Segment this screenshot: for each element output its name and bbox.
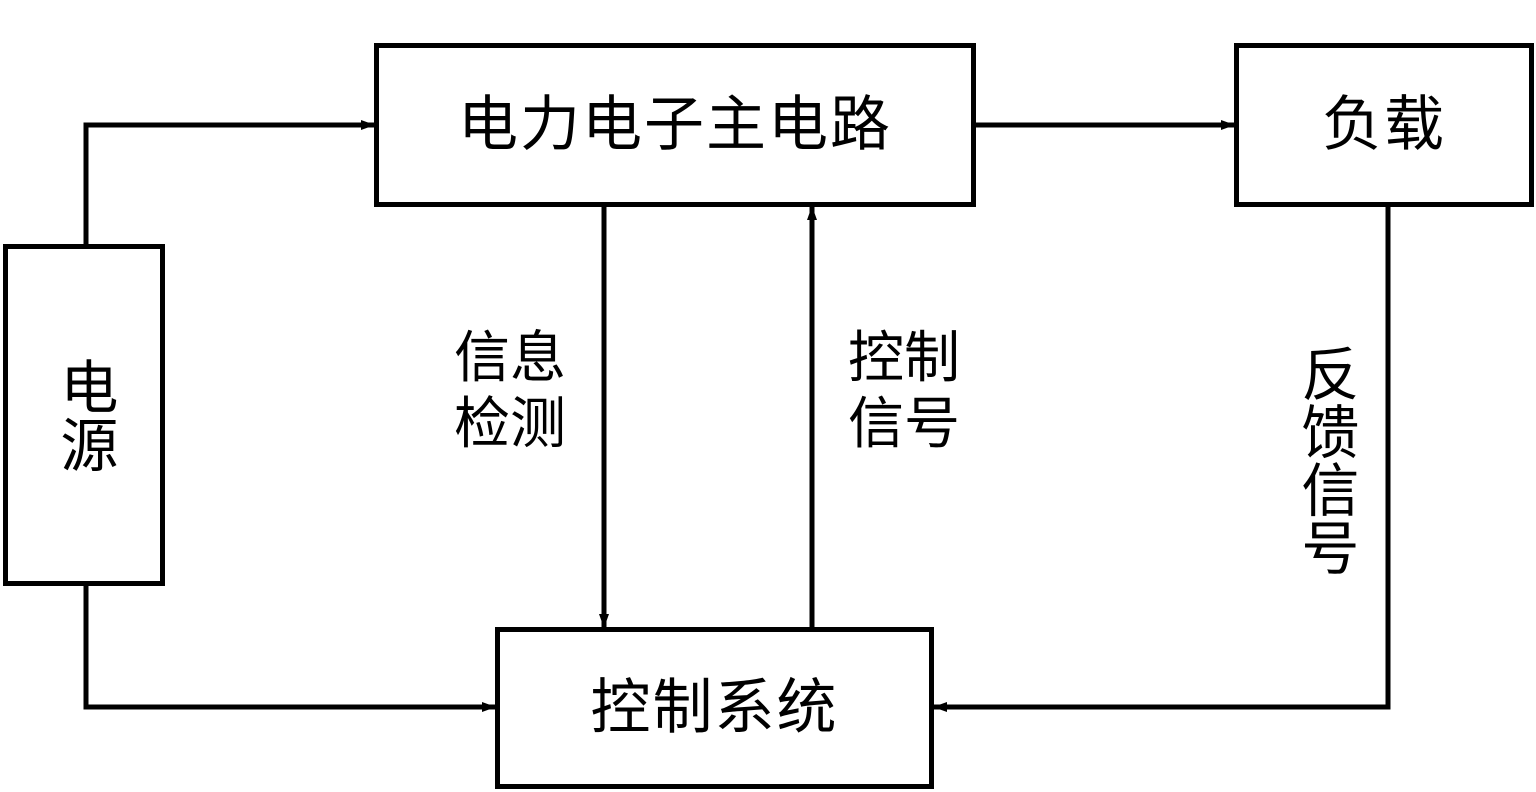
- load-box: 负载: [1234, 43, 1534, 207]
- source-to-control-system-arrow: [83, 586, 496, 712]
- main-circuit-label: 电力电子主电路: [458, 90, 892, 160]
- main-circuit-box: 电力电子主电路: [374, 43, 976, 207]
- control-system-box: 控制系统: [495, 627, 934, 789]
- control-signal-label: 控制 信号: [848, 326, 960, 458]
- control-system-label: 控制系统: [590, 673, 839, 743]
- power-source-label: 电源: [50, 357, 119, 473]
- feedback-signal-label: 反馈信号: [1291, 344, 1360, 576]
- feedback-to-control-system-arrow: [933, 207, 1391, 712]
- power-source-box: 电源: [3, 244, 165, 586]
- load-label: 负载: [1322, 90, 1446, 160]
- information-detection-label: 信息 检测: [454, 326, 566, 458]
- source-to-main-circuit-arrow: [83, 120, 375, 244]
